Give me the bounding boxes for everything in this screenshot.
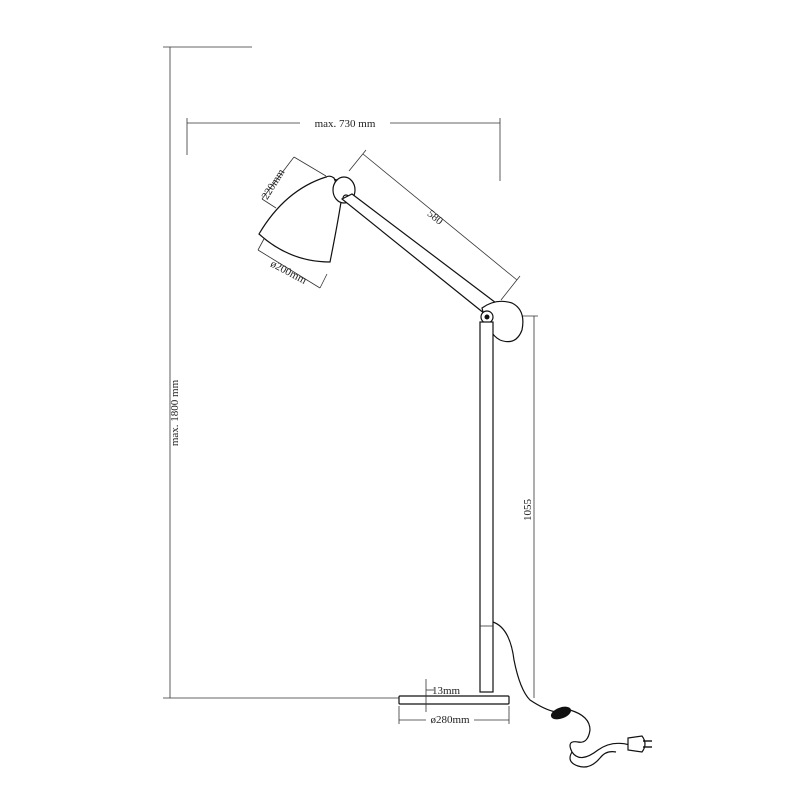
max-width-label: max. 730 mm: [315, 118, 376, 130]
shade-height-label: 220mm: [259, 167, 287, 202]
width-dimension: max. 730 mm: [186, 116, 501, 181]
arm-length-label: 580: [425, 208, 446, 228]
pole-height-dimension: 1055: [510, 315, 538, 698]
shade-diameter-label: ø200mm: [268, 258, 309, 287]
base-diameter-label: ø280mm: [430, 714, 470, 726]
inline-switch: [550, 706, 572, 720]
base-diameter-dimension: ø280mm: [398, 706, 510, 726]
power-cord: [492, 621, 652, 768]
base-thickness-dimension: 13mm: [425, 679, 461, 712]
base-thickness-label: 13mm: [432, 685, 461, 697]
pole-height-label: 1055: [522, 499, 534, 522]
height-dimension: max. 1800 mm: [163, 46, 400, 699]
lamp-pole: [479, 321, 494, 693]
lamp-base: [398, 695, 510, 705]
upper-arm: [340, 193, 501, 319]
plug-icon: [627, 735, 652, 753]
max-height-label: max. 1800 mm: [169, 379, 181, 446]
